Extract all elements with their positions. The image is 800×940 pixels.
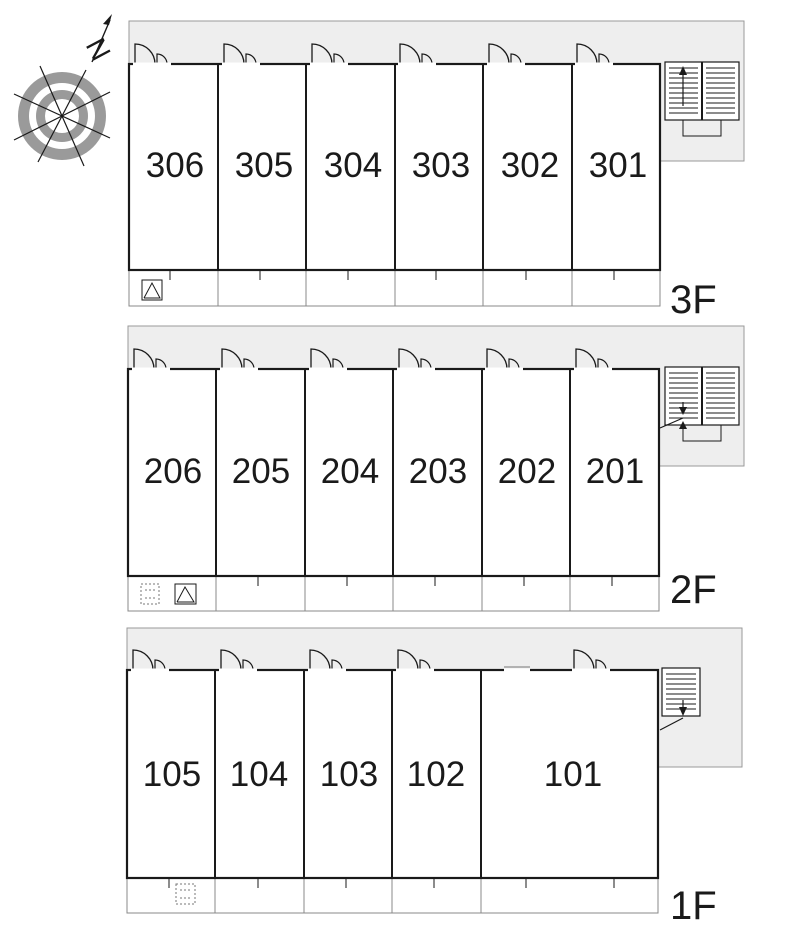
evacuation-hatch-icon <box>141 279 163 301</box>
unit-203: 203 <box>409 452 467 491</box>
unit-302: 302 <box>501 146 559 185</box>
unit-202: 202 <box>498 452 556 491</box>
unit-305: 305 <box>235 146 293 185</box>
unit-301: 301 <box>589 146 647 185</box>
stair-down-icon <box>659 667 701 731</box>
evacuation-ladder-icon <box>175 883 196 905</box>
unit-102: 102 <box>407 755 465 794</box>
unit-206: 206 <box>144 452 202 491</box>
evacuation-hatch-icon <box>174 583 197 605</box>
unit-306: 306 <box>146 146 204 185</box>
compass-north-label: N <box>80 33 117 65</box>
floor-label-2f: 2F <box>670 568 717 612</box>
unit-103: 103 <box>320 755 378 794</box>
unit-304: 304 <box>324 146 382 185</box>
floor-label-3f: 3F <box>670 278 717 322</box>
floor-1f: 105 104 103 102 101 1F <box>125 627 743 928</box>
floor-3f: 306 305 304 303 302 301 3F <box>127 20 745 322</box>
unit-104: 104 <box>230 755 288 794</box>
unit-205: 205 <box>232 452 290 491</box>
unit-303: 303 <box>412 146 470 185</box>
floor-label-1f: 1F <box>670 884 717 928</box>
stair-up-down-icon <box>659 366 740 442</box>
compass-rose-icon: N <box>13 14 117 167</box>
unit-105: 105 <box>143 755 201 794</box>
floor-2f: 206 205 204 203 202 201 2F <box>126 325 745 612</box>
unit-201: 201 <box>586 452 644 491</box>
stair-up-icon <box>664 61 740 137</box>
unit-101: 101 <box>544 755 602 794</box>
unit-204: 204 <box>321 452 379 491</box>
evacuation-ladder-icon <box>140 583 160 605</box>
